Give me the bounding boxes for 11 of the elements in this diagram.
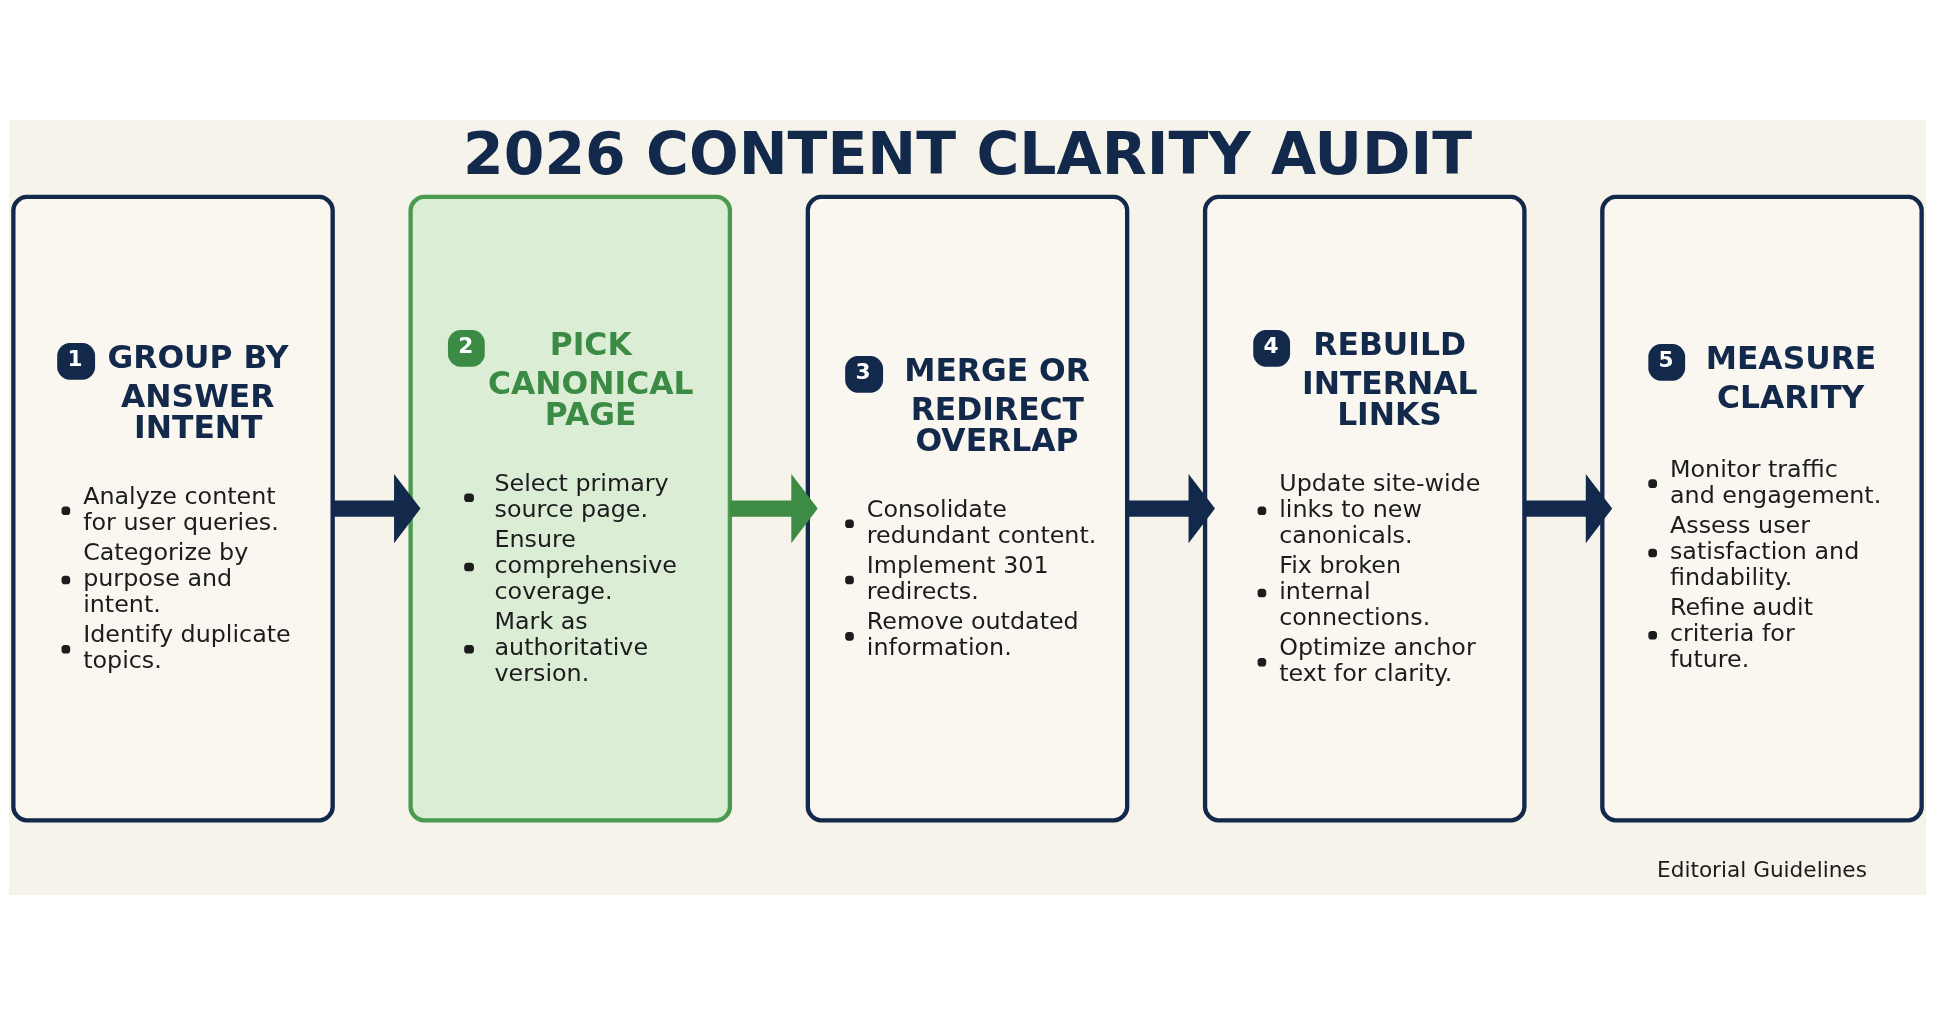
diagram-title: 2026 CONTENT CLARITY AUDIT (463, 120, 1473, 189)
node-box: 3 MERGE OR REDIRECT OVERLAP Consolidate redundant content. Implement 301 redirects. Remove outdated information. (805, 194, 1130, 823)
arrow (1524, 473, 1613, 544)
node-box: 1 GROUP BY ANSWER INTENT Analyze content for user queries. Categorize by purpose and intent. Identify duplicate topics. (11, 194, 335, 823)
node-box: 2 PICK CANONICAL PAGE Select primary source page. Ensure comprehensive coverage. Mark as authoritative version. (408, 194, 733, 823)
arrow (1127, 473, 1215, 544)
label: Editorial Guidelines (1657, 856, 1867, 882)
node-box: 4 REBUILD INTERNAL LINKS Update site-wide links to new canonicals. Fix broken internal connections. Optimize anchor text for clarity. (1202, 194, 1527, 823)
node-box: 5 MEASURE CLARITY Monitor traffic and engagement. Assess user satisfaction and findability. Refine audit criteria for future. (1600, 194, 1924, 823)
arrow (332, 473, 421, 544)
arrow (730, 473, 818, 544)
